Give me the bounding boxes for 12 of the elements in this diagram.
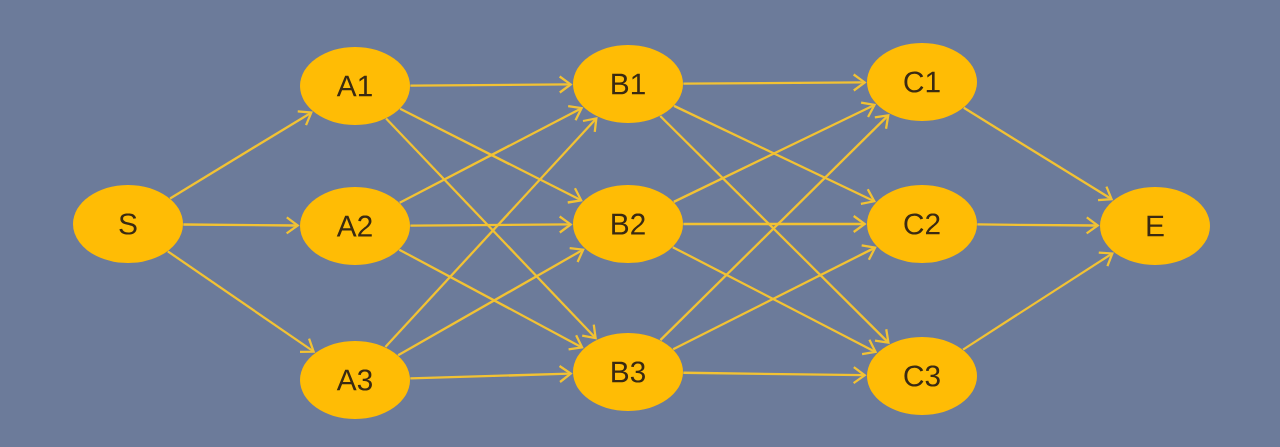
arrow xyxy=(963,106,1114,202)
arrow xyxy=(169,110,313,200)
arrow xyxy=(683,73,867,92)
arrow xyxy=(410,365,573,383)
arrow xyxy=(167,250,316,354)
arrow xyxy=(962,251,1114,351)
arrow xyxy=(410,215,573,234)
arrow xyxy=(183,216,300,235)
arrow xyxy=(683,366,867,384)
arrow xyxy=(683,215,867,233)
arrow xyxy=(410,75,573,94)
arrow xyxy=(977,216,1100,235)
